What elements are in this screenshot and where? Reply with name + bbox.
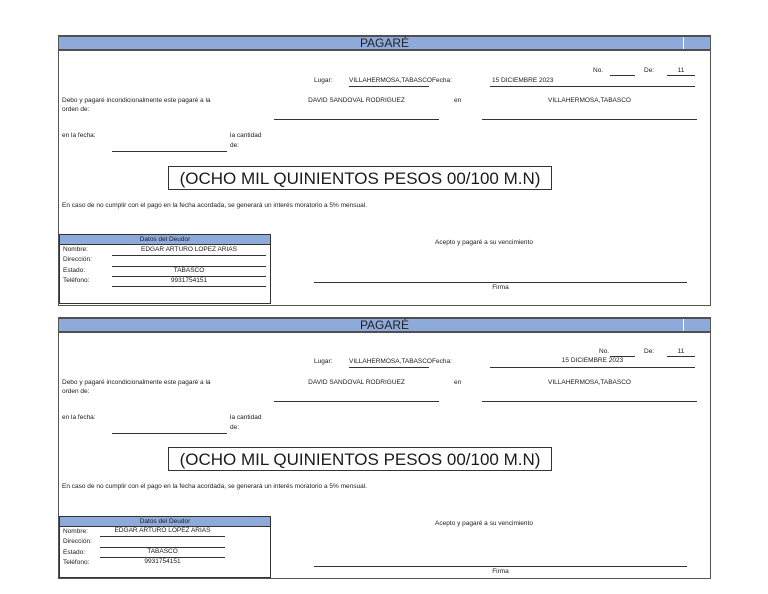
nombre-value[interactable]: EDGAR ARTURO LOPEZ ARIAS [141,246,237,253]
nombre-label: Nombre: [63,246,88,253]
acepto-text: Acepto y pagaré a su vencimiento [435,239,533,246]
estado-value[interactable]: TABASCO [147,548,178,555]
de-value[interactable]: 11 [677,348,685,355]
telefono-label: Teléfono: [63,277,90,284]
cantidad-label-line1: la cantidad [230,414,262,421]
pagare-title: PAGARÉ [359,318,410,332]
lugar-pago-value[interactable]: VILLAHERMOSA,TABASCO [548,97,631,104]
lugar-value[interactable]: VILLAHERMOSA,TABASCO [349,77,432,84]
debo-text-line1: Debo y pagaré incondicionalmente este pa… [62,97,211,104]
nombre-value[interactable]: EDGAR ARTURO LOPEZ ARIAS [114,527,211,534]
en-label: en [454,97,462,104]
datos-deudor-header: Datos del Deudor [60,235,270,245]
lugar-label: Lugar: [314,77,333,84]
telefono-label: Teléfono: [63,559,90,566]
debo-text-line2: orden de: [62,388,90,395]
de-underline [667,75,695,76]
direccion-label: Dirección: [63,538,92,545]
cantidad-letra-box[interactable]: (OCHO MIL QUINIENTOS PESOS 00/100 M.N) [168,447,552,471]
cantidad-label-line2: de: [230,142,240,149]
direccion-underline [112,266,266,267]
lugar-underline [349,86,429,87]
header-divider [683,319,684,331]
pagare-1: PAGARÉ No. De: 11 Lugar: VILLAHERMOSA,TA… [58,35,711,306]
telefono-value[interactable]: 9931754151 [170,277,208,284]
datos-deudor-box: Datos del Deudor Nombre: EDGAR ARTURO LO… [59,234,271,304]
cantidad-letra-box[interactable]: (OCHO MIL QUINIENTOS PESOS 00/100 M.N) [168,166,552,190]
interes-text: En caso de no cumplir con el pago en la … [62,202,367,209]
lugar-pago-underline [482,401,697,402]
fecha-label: Fecha: [432,77,452,84]
pagare-header: PAGARÉ [59,35,710,51]
firma-label: Firma [492,568,509,575]
lugar-label: Lugar: [314,358,333,365]
estado-value[interactable]: TABASCO [173,267,205,274]
fecha-value[interactable]: 15 DICIEMBRE 2023 [492,77,554,84]
cantidad-label-line2: de: [230,424,240,431]
fecha-label: Fecha: [432,358,452,365]
cantidad-label-line1: la cantidad [230,132,262,139]
de-label: De: [644,67,655,74]
beneficiario-underline [274,119,439,120]
telefono-value[interactable]: 9931754151 [144,558,181,565]
en-label: en [454,379,462,386]
firma-line[interactable] [314,566,687,567]
no-underline [610,356,635,357]
lugar-pago-underline [482,119,697,120]
lugar-pago-value[interactable]: VILLAHERMOSA,TABASCO [548,379,631,386]
firma-line[interactable] [314,282,687,283]
fecha-value[interactable]: 15 DICIEMBRE 2023 [561,357,624,364]
firma-label: Firma [492,284,509,291]
pagare-2: PAGARÉ No. De: 11 Lugar: VILLAHERMOSA,TA… [58,317,711,579]
lugar-underline [349,367,429,368]
de-label: De: [644,348,655,355]
en-la-fecha-label: en la fecha: [62,132,96,139]
de-underline [667,356,695,357]
fecha-underline [490,367,695,368]
debo-text-line2: orden de: [62,106,90,113]
debo-text-line1: Debo y pagaré incondicionalmente este pa… [62,379,211,386]
nombre-underline [112,255,266,256]
en-la-fecha-label: en la fecha: [62,414,96,421]
estado-label: Estado: [63,267,86,274]
estado-label: Estado: [63,549,86,556]
pagare-header: PAGARÉ [59,317,710,333]
no-label: No. [599,348,610,355]
en-la-fecha-underline [112,433,227,434]
header-divider [683,37,684,49]
acepto-text: Acepto y pagaré a su vencimiento [435,520,533,527]
beneficiario-value[interactable]: DAVID SANDOVAL RODRIGUEZ [308,97,405,104]
no-label: No. [593,67,604,74]
beneficiario-value[interactable]: DAVID SANDOVAL RODRIGUEZ [308,379,405,386]
en-la-fecha-underline [112,151,227,152]
estado-underline [100,557,225,558]
lugar-value[interactable]: VILLAHERMOSA,TABASCO [349,358,432,365]
no-underline [610,75,635,76]
nombre-underline [100,536,225,537]
pagare-title: PAGARÉ [359,36,410,50]
nombre-label: Nombre: [63,528,88,535]
datos-deudor-box: Datos del Deudor Nombre: EDGAR ARTURO LO… [59,516,271,578]
de-value[interactable]: 11 [677,67,685,74]
datos-deudor-header: Datos del Deudor [60,517,270,527]
beneficiario-underline [274,401,439,402]
direccion-underline [100,547,225,548]
estado-underline [112,276,266,277]
telefono-underline [112,286,266,287]
fecha-underline [490,86,695,87]
direccion-label: Dirección: [63,256,92,263]
interes-text: En caso de no cumplir con el pago en la … [62,483,367,490]
